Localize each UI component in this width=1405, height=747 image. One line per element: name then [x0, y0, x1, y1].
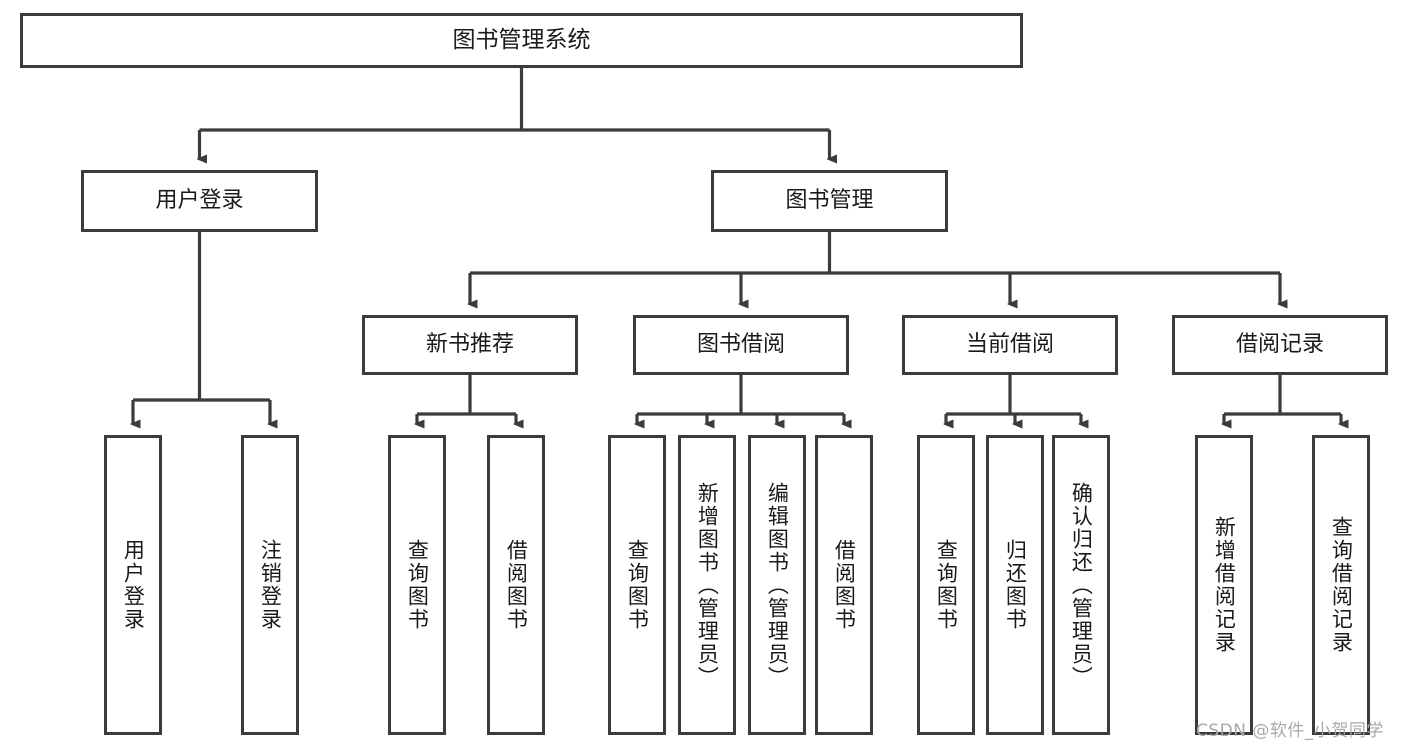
node-leaf-query-book-2[interactable]: 查询图书	[608, 435, 666, 735]
node-leaf-user-logout[interactable]: 注销登录	[241, 435, 299, 735]
node-user-login[interactable]: 用户登录	[81, 170, 318, 232]
node-book-management-system[interactable]: 图书管理系统	[20, 13, 1023, 68]
node-leaf-query-record[interactable]: 查询借阅记录	[1312, 435, 1370, 735]
node-leaf-borrow-book-2[interactable]: 借阅图书	[815, 435, 873, 735]
node-label: 用户登录	[121, 539, 146, 631]
node-leaf-user-login[interactable]: 用户登录	[104, 435, 162, 735]
node-leaf-return-book[interactable]: 归还图书	[986, 435, 1044, 735]
node-label: 编辑图书（管理员）	[765, 481, 790, 689]
node-label: 图书管理系统	[452, 26, 591, 53]
node-borrow-record[interactable]: 借阅记录	[1172, 315, 1388, 375]
node-label: 当前借阅	[965, 332, 1054, 358]
node-current-borrow[interactable]: 当前借阅	[902, 315, 1118, 375]
node-label: 新增图书（管理员）	[695, 481, 720, 689]
node-book-borrow[interactable]: 图书借阅	[633, 315, 849, 375]
node-label: 新书推荐	[425, 332, 514, 358]
node-label: 用户登录	[155, 188, 244, 214]
node-label: 借阅图书	[832, 539, 857, 631]
node-leaf-borrow-book-1[interactable]: 借阅图书	[487, 435, 545, 735]
node-leaf-add-book[interactable]: 新增图书（管理员）	[678, 435, 736, 735]
node-label: 注销登录	[258, 539, 283, 631]
node-leaf-edit-book[interactable]: 编辑图书（管理员）	[748, 435, 806, 735]
node-label: 查询图书	[405, 539, 430, 631]
node-label: 查询图书	[625, 539, 650, 631]
node-label: 借阅图书	[504, 539, 529, 631]
node-label: 查询图书	[934, 539, 959, 631]
node-label: 确认归还（管理员）	[1069, 481, 1094, 689]
node-leaf-add-record[interactable]: 新增借阅记录	[1195, 435, 1253, 735]
node-label: 新增借阅记录	[1212, 516, 1237, 654]
node-label: 归还图书	[1003, 539, 1028, 631]
csdn-watermark: CSDN @软件_小贺同学	[1196, 721, 1384, 741]
node-label: 图书管理	[785, 188, 874, 214]
node-label: 图书借阅	[696, 332, 785, 358]
node-label: 借阅记录	[1235, 332, 1324, 358]
node-label: 查询借阅记录	[1329, 516, 1354, 654]
node-leaf-query-book-3[interactable]: 查询图书	[917, 435, 975, 735]
node-leaf-query-book-1[interactable]: 查询图书	[388, 435, 446, 735]
node-leaf-confirm-return[interactable]: 确认归还（管理员）	[1052, 435, 1110, 735]
node-new-book-recommend[interactable]: 新书推荐	[362, 315, 578, 375]
node-book-manage[interactable]: 图书管理	[711, 170, 948, 232]
